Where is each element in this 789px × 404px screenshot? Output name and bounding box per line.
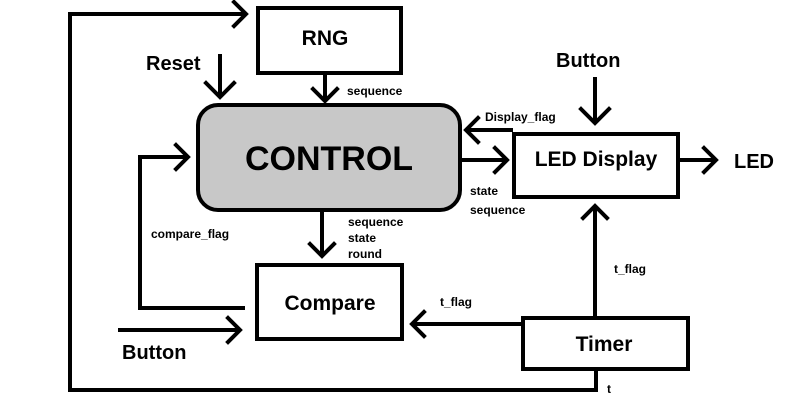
reset-arrow [203, 54, 237, 100]
led-display-block [512, 132, 680, 199]
rng-to-control-arrow [310, 75, 340, 104]
signal-compare-flag: compare_flag [151, 227, 229, 241]
rng-label: RNG [302, 27, 349, 50]
signal-sequence-compare: sequence [348, 215, 404, 229]
control-to-display-arrow [462, 145, 510, 175]
timer-label: Timer [576, 333, 633, 356]
compare-label: Compare [284, 292, 375, 315]
signal-sequence-display: sequence [470, 203, 526, 217]
signal-t-loop: t [607, 382, 611, 396]
display-to-led-arrow [680, 145, 719, 175]
timer-loop-arrow [68, 0, 598, 392]
button-compare-label: Button [122, 342, 186, 364]
signal-state-display: state [470, 184, 498, 198]
signal-round-compare: round [348, 247, 382, 261]
control-to-compare-arrow [307, 212, 337, 259]
compare-block [255, 263, 404, 341]
timer-to-display-arrow [580, 203, 610, 316]
display-flag-arrow [463, 115, 513, 145]
control-label: CONTROL [245, 140, 413, 178]
button-to-display-arrow [578, 77, 612, 126]
signal-t-flag-display: t_flag [614, 262, 646, 276]
control-block [196, 103, 462, 212]
led-output-label: LED [734, 151, 774, 173]
signal-display-flag: Display_flag [485, 110, 556, 124]
rng-block [256, 6, 403, 75]
timer-block [521, 316, 690, 371]
button-display-label: Button [556, 50, 620, 72]
button-to-compare-arrow [118, 315, 243, 345]
reset-label: Reset [146, 53, 201, 75]
timer-to-compare-arrow [409, 309, 521, 339]
signal-sequence-rng: sequence [347, 84, 403, 98]
led-display-label: LED Display [535, 148, 658, 171]
signal-state-compare: state [348, 231, 376, 245]
signal-t-flag-compare: t_flag [440, 295, 472, 309]
compare-flag-loop [138, 142, 245, 310]
